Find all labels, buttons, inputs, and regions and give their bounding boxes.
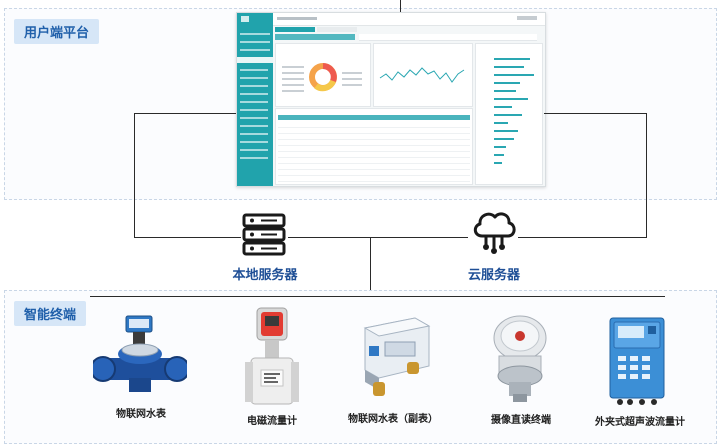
- local-server-label: 本地服务器: [232, 268, 298, 283]
- bus-line: [90, 296, 665, 297]
- donut-chart: [282, 63, 362, 92]
- server-icon: [242, 213, 286, 256]
- device-label-ultrasonic-flowmeter: 外夹式超声波流量计: [595, 417, 685, 428]
- table-panel: [275, 108, 473, 185]
- connector: [544, 113, 646, 114]
- user-platform-label: 用户端平台: [14, 19, 100, 44]
- cloud-server-icon: [473, 212, 516, 254]
- iot-water-sub-meter-image: [363, 317, 431, 396]
- device-label-iot-water-sub-meter: 物联网水表（副表）: [348, 414, 438, 425]
- connector: [646, 113, 647, 238]
- device-label-iot-water-meter: 物联网水表: [116, 409, 166, 420]
- connector: [518, 237, 646, 238]
- dashboard-sidebar: [237, 13, 273, 186]
- trend-panel: [373, 43, 473, 107]
- iot-water-meter-image: [93, 315, 187, 392]
- dashboard-screenshot: [236, 12, 546, 187]
- connector: [134, 113, 135, 238]
- connector: [370, 237, 371, 297]
- cloud-server-label: 云服务器: [467, 268, 520, 283]
- pie-panel: [275, 43, 371, 107]
- smart-terminal-label: 智能终端: [14, 301, 87, 326]
- device-label-camera-terminal: 摄像直读终端: [491, 415, 551, 426]
- electromagnetic-flowmeter-image: [245, 307, 299, 405]
- ultrasonic-flowmeter-image: [609, 317, 665, 405]
- connector: [288, 237, 468, 238]
- connector: [400, 0, 401, 12]
- dashboard-header: [273, 13, 545, 26]
- connector: [134, 113, 236, 114]
- trend-line-chart: [379, 67, 465, 83]
- connector: [134, 237, 241, 238]
- camera-direct-reading-terminal-image: [493, 315, 547, 402]
- device-label-electromagnetic-flowmeter: 电磁流量计: [247, 416, 297, 427]
- bar-panel: [475, 43, 543, 185]
